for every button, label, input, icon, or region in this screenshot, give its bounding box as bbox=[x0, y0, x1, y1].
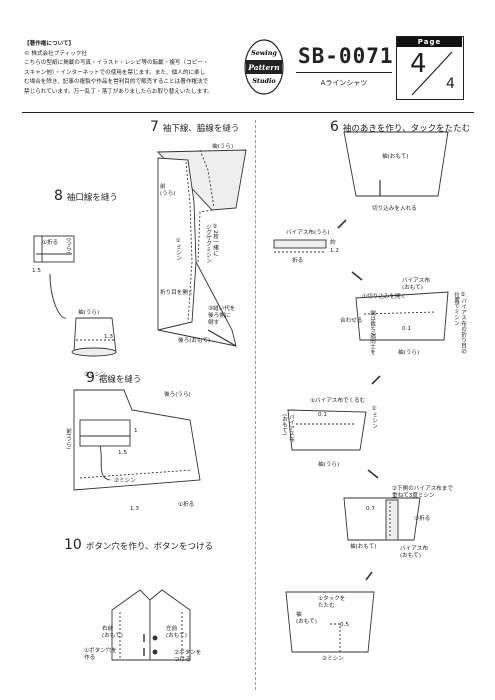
label: 左前 (おもて) bbox=[166, 626, 187, 639]
label: ③縫い代を 後ろ側に 倒す bbox=[208, 306, 236, 326]
header-rule bbox=[22, 112, 474, 113]
label: バイアス布 (おもて) bbox=[281, 414, 294, 442]
publisher: © 株式会社ブティック社 bbox=[24, 50, 87, 57]
code-divider bbox=[296, 72, 392, 73]
step-title-text: ボタン穴を作り、ボタンをつける bbox=[85, 542, 213, 552]
step-title-text: 袖口線を縫う bbox=[66, 193, 118, 203]
label: 1.3 bbox=[130, 506, 139, 512]
label: ②ミシン bbox=[322, 656, 344, 662]
logo-word: Sewing bbox=[251, 49, 277, 57]
step-title-text: 袖のあきを作り、タックをたたむ bbox=[342, 124, 471, 134]
label: 後ろ(おもて) bbox=[178, 338, 211, 344]
label: 約 bbox=[330, 240, 336, 246]
label: ②下側のバイアス布まで 重ねて3度ミシン bbox=[392, 486, 453, 499]
label: ①タックを たたむ bbox=[318, 596, 346, 609]
brand-logo: Sewing Pattern Studio bbox=[244, 39, 284, 95]
page-label: Page bbox=[397, 37, 462, 47]
label: ②ミシン bbox=[84, 372, 106, 378]
column-divider bbox=[255, 120, 256, 690]
label: 前 (うら) bbox=[160, 184, 176, 197]
label: バイアス布(うら) bbox=[286, 230, 330, 236]
label: 袖(うら) bbox=[212, 144, 234, 150]
step-title-text: 袖下線、脇線を縫う bbox=[162, 124, 240, 134]
label: ①バイアス布でくるむ bbox=[310, 398, 366, 404]
label: 袖(うら) bbox=[398, 350, 420, 356]
label: バイアス布 (おもて) bbox=[400, 546, 428, 559]
label: 後ろ(うら) bbox=[164, 392, 191, 398]
label: 1 bbox=[134, 428, 138, 434]
label: ②2枚一緒に ジグザグミシン bbox=[205, 224, 218, 264]
label: 袖(おもて) bbox=[382, 154, 409, 160]
label: ②ボタンを つける bbox=[174, 650, 202, 663]
label: 合わせる bbox=[340, 318, 363, 324]
step-6-illustration bbox=[273, 131, 449, 653]
label: バイアス布 (おもて) bbox=[402, 278, 430, 291]
step-number: 7 bbox=[150, 119, 159, 135]
label: 袖(うら) bbox=[318, 462, 340, 468]
pattern-code: SB-0071 bbox=[298, 44, 394, 68]
page-total: 4 bbox=[446, 76, 455, 92]
label: 1.2 bbox=[330, 248, 339, 254]
label: 0.7 bbox=[366, 506, 375, 512]
logo-word: Pattern bbox=[247, 63, 279, 72]
label: 端は裁ち端同士を bbox=[369, 310, 375, 355]
label: 0.1 bbox=[318, 412, 327, 418]
step-number: 10 bbox=[64, 537, 82, 553]
label: 1.3 bbox=[104, 334, 113, 340]
label: 折る bbox=[292, 258, 304, 264]
label: 1.5 bbox=[118, 450, 127, 456]
page-box bbox=[396, 36, 464, 100]
label: 袖(おもて) bbox=[350, 544, 377, 550]
step-number: 6 bbox=[330, 119, 339, 135]
label: ①ミシン bbox=[175, 238, 181, 261]
step-number: 9 bbox=[86, 370, 95, 386]
label: ①切り込みを開く bbox=[362, 294, 407, 300]
copyright-line: 禁じられています。万一乱丁・落丁がありましたらお取り替えいたします。 bbox=[24, 88, 213, 95]
logo-word: Studio bbox=[252, 77, 276, 85]
step-title-text: 裾線を縫う bbox=[98, 375, 142, 385]
label: 0.1 bbox=[402, 326, 411, 332]
copyright-line: スキャン他）・インターネットでの使用を禁じます。また、個人的に楽し bbox=[24, 69, 206, 76]
label: 0.5 bbox=[340, 622, 349, 628]
label: ①折る bbox=[42, 240, 59, 246]
copyright-title: 【著作権について】 bbox=[24, 41, 75, 47]
label: 右前 (おもて) bbox=[102, 626, 123, 639]
label: 袖 (おもて) bbox=[296, 612, 317, 625]
label: ②バイアス布の折り目の 位置でミシン bbox=[453, 292, 466, 354]
step-9-illustration bbox=[73, 389, 201, 491]
label: 折り目を開く bbox=[160, 290, 194, 296]
label: ①ボタン穴を 作る bbox=[84, 648, 117, 661]
copyright-line: む場合を除き、記事の複製や作品を営利目的で販売することは著作権法で bbox=[24, 79, 209, 86]
copyright-notice: 【著作権について】 © 株式会社ブティック社 こちらの型紙に掲載の写真・イラスト… bbox=[24, 40, 246, 98]
label: 1.5 bbox=[32, 268, 41, 274]
pattern-name: Aラインシャツ bbox=[320, 79, 368, 87]
label: (うら) bbox=[65, 238, 71, 254]
label: ②ミシン bbox=[371, 406, 377, 429]
label: 袖(うら) bbox=[78, 310, 100, 316]
label: ①折る bbox=[414, 516, 431, 522]
copyright-line: こちらの型紙に掲載の写真・イラスト・レシピ等の転載・複写（コピー・ bbox=[24, 60, 209, 67]
step-number: 8 bbox=[54, 188, 63, 204]
page-current: 4 bbox=[410, 49, 427, 79]
label: ①折る bbox=[178, 502, 195, 508]
label: 前(うら) bbox=[65, 428, 71, 450]
label: ②ミシン bbox=[114, 478, 136, 484]
label: 切り込みを入れる bbox=[372, 206, 417, 212]
